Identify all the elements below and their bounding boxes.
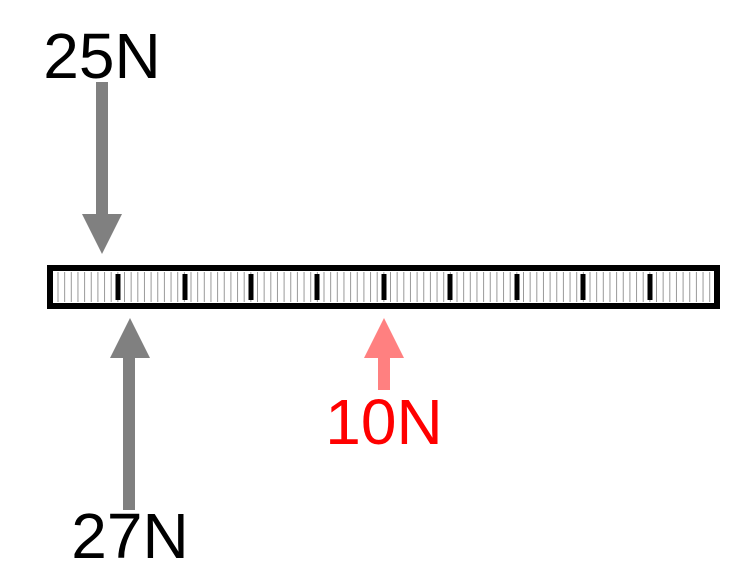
major-tick [647, 274, 653, 300]
force-25n-label: 25N [43, 20, 160, 92]
force-25n-shaft [96, 82, 108, 220]
force-10n: 10N [325, 318, 443, 458]
major-tick [314, 274, 320, 300]
beam-ticks [57, 272, 711, 302]
major-tick [182, 274, 188, 300]
force-25n-arrowhead [82, 214, 122, 254]
force-27n: 27N [71, 318, 189, 572]
major-tick [580, 274, 586, 300]
force-25n: 25N [43, 20, 161, 254]
major-tick [248, 274, 254, 300]
force-10n-shaft [378, 350, 390, 390]
force-10n-arrowhead [364, 318, 404, 358]
force-27n-arrowhead [110, 318, 150, 358]
major-tick [115, 274, 121, 300]
beam [47, 265, 720, 309]
major-tick [514, 274, 520, 300]
force-10n-label: 10N [325, 386, 442, 458]
force-27n-label: 27N [71, 500, 188, 572]
major-tick [447, 274, 453, 300]
force-27n-shaft [123, 350, 135, 510]
major-tick [381, 274, 387, 300]
